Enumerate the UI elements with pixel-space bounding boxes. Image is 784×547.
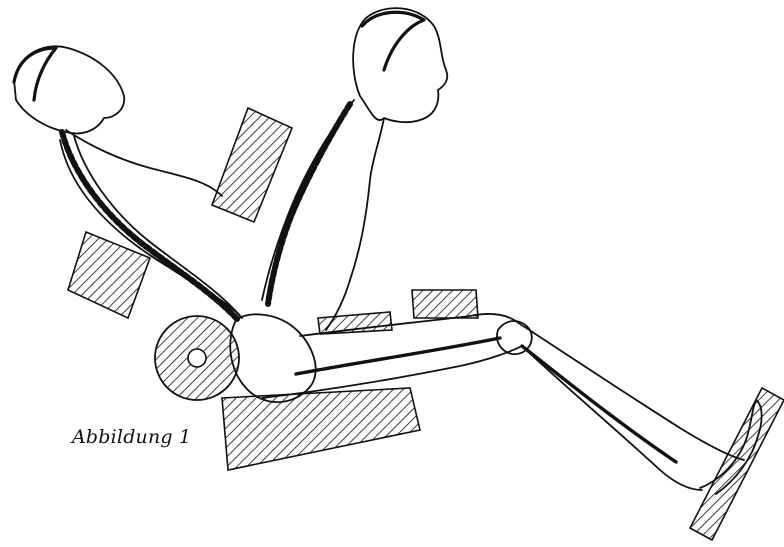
pivot-roller bbox=[155, 316, 239, 400]
pad-footrest bbox=[690, 388, 784, 540]
femur bbox=[296, 338, 500, 374]
pad-backrest-lower bbox=[68, 232, 150, 318]
pad-seat bbox=[222, 388, 420, 470]
reclined-head bbox=[14, 46, 124, 133]
pelvis-outline bbox=[230, 314, 315, 402]
upright-head bbox=[353, 8, 447, 122]
pad-backrest-upper bbox=[212, 108, 292, 222]
figure-caption: Abbildung 1 bbox=[72, 426, 191, 448]
upright-torso-front bbox=[326, 118, 384, 330]
pad-thigh bbox=[318, 312, 392, 334]
shin-upper-line bbox=[514, 320, 744, 460]
upright-hair bbox=[362, 12, 424, 70]
reclined-hair bbox=[14, 48, 56, 100]
tibia bbox=[522, 346, 676, 462]
upright-figure bbox=[262, 8, 447, 330]
pad-knee bbox=[412, 290, 478, 318]
